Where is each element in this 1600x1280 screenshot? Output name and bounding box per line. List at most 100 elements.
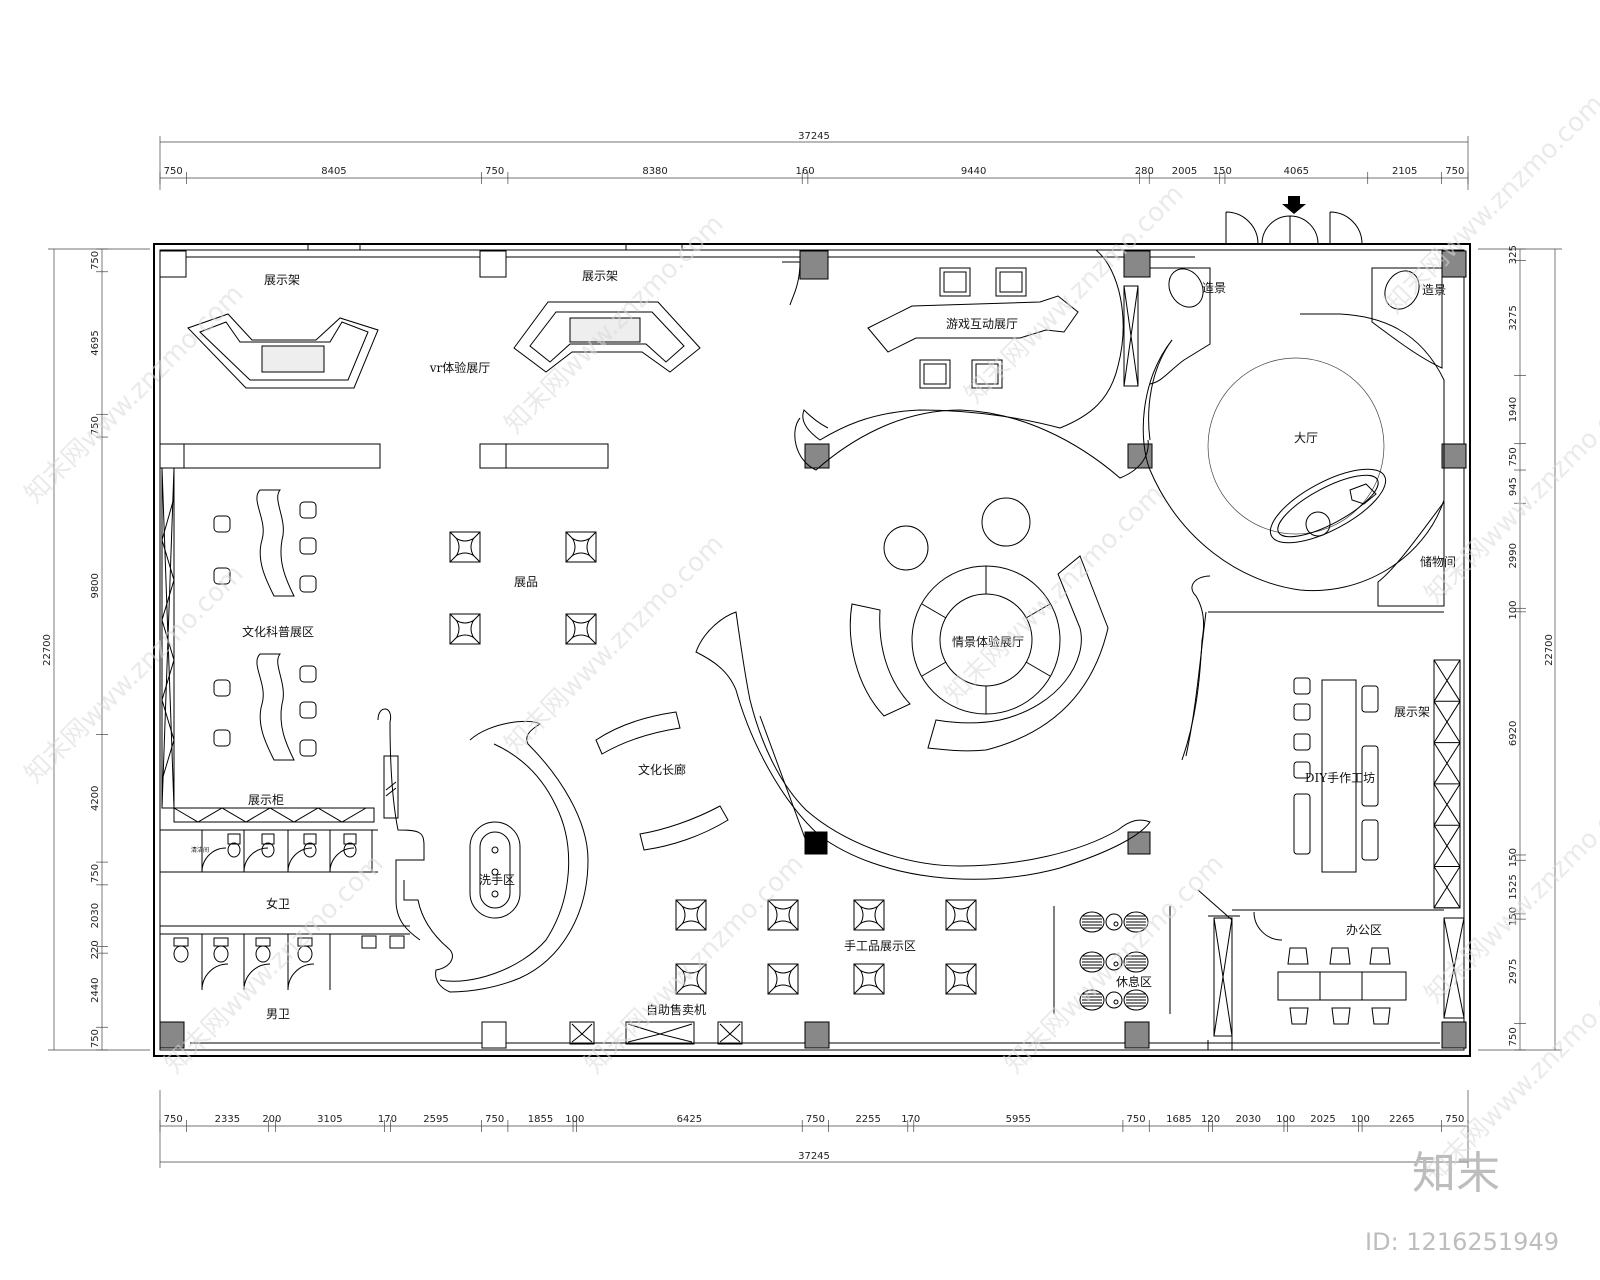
label-scenery-2: 造景 [1422,283,1446,297]
top-total-dimension: 37245 [798,131,830,142]
right-segment: 1940 [1508,397,1519,422]
right-segment: 100 [1508,601,1519,620]
right-segment: 325 [1508,245,1519,264]
watermark-text: 知末网www.znzmo.com [1379,89,1600,320]
pedestal [767,899,799,931]
right-segment: 1525 [1508,874,1519,899]
top-segment: 750 [164,166,183,177]
bottom-segment: 170 [901,1114,920,1125]
lounge-chair [1079,989,1105,1011]
left-segment: 750 [90,864,101,883]
label-culture-science: 文化科普展区 [242,624,314,639]
label-game-hall: 游戏互动展厅 [946,317,1018,331]
right-segment: 2990 [1508,543,1519,568]
top-segment: 750 [1445,166,1464,177]
left-segment: 2440 [90,977,101,1002]
top-segment: 2005 [1172,166,1197,177]
bottom-segment: 750 [485,1114,504,1125]
label-scenery-1: 造景 [1202,281,1226,295]
right-segment: 6920 [1508,721,1519,746]
vending-machines [569,1021,743,1045]
bottom-segment: 2030 [1236,1114,1261,1125]
bottom-segment: 750 [164,1114,183,1125]
watermark-text: 知末网www.znzmo.com [159,849,390,1080]
right-segment: 945 [1508,477,1519,496]
lobby [1142,313,1445,592]
vr-partition-wall-left [183,443,381,469]
bottom-segment: 750 [806,1114,825,1125]
left-segment: 220 [90,940,101,959]
label-office: 办公区 [1346,922,1382,937]
bottom-segment: 2265 [1389,1114,1414,1125]
left-dimension-lines [48,248,150,1051]
right-segment: 150 [1508,907,1519,926]
left-segment: 750 [90,416,101,435]
label-womens-wc: 女卫 [266,896,290,911]
right-segment: 2975 [1508,959,1519,984]
top-segment: 160 [795,166,814,177]
bottom-segment: 170 [378,1114,397,1125]
pedestal [675,963,707,995]
glass-partition-1 [1123,285,1139,387]
wash-area [377,708,589,993]
scenery-room-right [1371,267,1443,369]
bottom-segment: 750 [1445,1114,1464,1125]
top-segment: 280 [1135,166,1154,177]
right-segment: 150 [1508,848,1519,867]
left-segment: 4200 [90,786,101,811]
culture-corridor [595,711,729,851]
bottom-segment: 3105 [317,1114,342,1125]
label-rest-area: 休息区 [1116,974,1152,989]
round-table [1105,991,1123,1009]
label-lobby: 大厅 [1294,431,1318,445]
right-segment: 750 [1508,1027,1519,1046]
top-segment: 750 [485,166,504,177]
bottom-dimension-lines [159,1090,1469,1168]
top-segment: 8405 [321,166,346,177]
round-table [1105,913,1123,931]
bottom-segment: 2335 [215,1114,240,1125]
game-interaction-hall [782,249,1149,479]
top-segment: 150 [1213,166,1232,177]
bottom-segment: 2595 [423,1114,448,1125]
label-diy-workshop: DIY手作工坊 [1305,770,1375,785]
left-total-dimension: 22700 [42,634,53,666]
bottom-total-dimension: 37245 [798,1151,830,1162]
bottom-segment: 2025 [1310,1114,1335,1125]
top-segment: 9440 [961,166,986,177]
left-segment: 750 [90,1029,101,1048]
right-total-dimension: 22700 [1544,634,1555,666]
label-vr-hall: vr体验展厅 [429,360,491,375]
label-vending: 自助售卖机 [646,1002,706,1017]
top-segment: 8380 [642,166,667,177]
pedestal [675,899,707,931]
watermark-text: 知末网www.znzmo.com [939,479,1170,710]
round-table [1105,953,1123,971]
rest-area-furniture [1053,906,1171,1014]
scene-experience-hall [695,497,1151,880]
vr-display-rack-right [513,301,701,373]
watermark-text: 知末网www.znzmo.com [999,849,1230,1080]
pedestal [945,963,977,995]
bottom-segment: 2255 [855,1114,880,1125]
label-culture-corridor: 文化长廊 [638,762,686,777]
pedestal [449,613,481,645]
lounge-chair [1079,911,1105,933]
diy-workshop [1293,659,1461,909]
bottom-segment: 1685 [1166,1114,1191,1125]
label-display-cabinet: 展示柜 [248,793,284,807]
label-wash-area: 洗手区 [479,873,515,887]
watermark-text: 知末网www.znzmo.com [499,529,730,760]
left-segment: 4695 [90,330,101,355]
image-id: ID: 1216251949 [1365,1228,1559,1256]
label-display-rack-2: 展示架 [582,269,618,283]
vr-display-rack-left [187,313,379,389]
right-segment: 3275 [1508,305,1519,330]
pedestal [853,899,885,931]
womens-restroom [160,829,410,927]
vr-partition-wall-right [505,443,609,469]
pedestal [945,899,977,931]
structural-columns [159,250,1467,1049]
scenery-room-left [1149,267,1211,385]
